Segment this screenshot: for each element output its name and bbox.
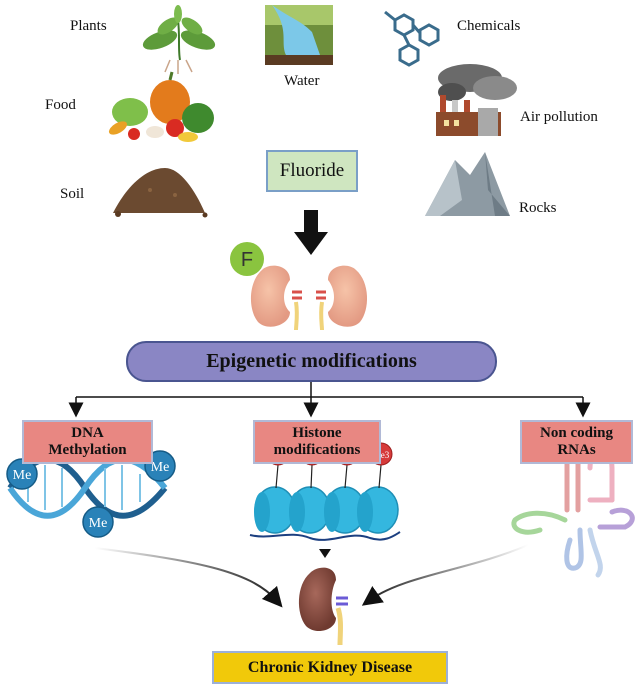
healthy-kidneys-icon <box>250 265 368 331</box>
source-label-rocks: Rocks <box>519 200 557 216</box>
methyl-group-ball: Me <box>6 458 38 490</box>
source-label-water: Water <box>284 73 320 89</box>
chemical-structure-icon <box>384 10 440 67</box>
ncrna-line1: Non coding <box>540 425 613 441</box>
dna-methylation-line2: Methylation <box>48 442 127 458</box>
dna-methylation-line1: DNA <box>71 425 104 441</box>
curve-arrow-left <box>94 547 283 608</box>
ckd-label: Chronic Kidney Disease <box>247 658 413 676</box>
source-label-air-pollution: Air pollution <box>520 109 598 125</box>
svg-text:Me: Me <box>13 468 32 483</box>
epigenetic-modifications-box: Epigenetic modifications <box>126 341 497 382</box>
fluoride-label: Fluoride <box>279 160 345 181</box>
histone-line2: modifications <box>273 442 361 458</box>
water-icon <box>265 5 333 65</box>
dna-methylation-box: DNA Methylation <box>22 420 153 464</box>
histone-modifications-box: Histone modifications <box>253 420 381 464</box>
factory-smoke-icon <box>436 64 517 136</box>
source-label-soil: Soil <box>60 186 85 202</box>
ncrna-line2: RNAs <box>557 442 596 458</box>
histone-line1: Histone <box>292 425 342 441</box>
noncoding-rnas-box: Non coding RNAs <box>520 420 633 464</box>
fluoride-box: Fluoride <box>266 150 358 192</box>
methyl-group-ball: Me <box>82 506 114 538</box>
vegetables-icon <box>108 71 214 142</box>
branch-connector <box>68 382 591 418</box>
diseased-kidney-icon <box>298 567 348 646</box>
svg-text:Me3: Me3 <box>373 450 390 460</box>
small-down-triangle-icon <box>319 549 331 558</box>
epigenetic-label: Epigenetic modifications <box>206 350 417 372</box>
svg-text:Me: Me <box>89 516 108 531</box>
soil-pile-icon <box>113 168 208 218</box>
plant-icon <box>142 5 216 74</box>
down-arrow-icon <box>294 210 328 255</box>
nucleosome-array-icon <box>249 464 401 541</box>
curve-arrow-right <box>361 544 529 606</box>
source-label-chemicals: Chemicals <box>457 18 521 34</box>
source-label-plants: Plants <box>70 18 107 34</box>
source-label-food: Food <box>45 97 76 113</box>
rocks-mountain-icon <box>425 152 510 216</box>
chronic-kidney-disease-box: Chronic Kidney Disease <box>212 651 448 684</box>
fluoride-badge: F <box>230 242 264 276</box>
fluoride-badge-letter: F <box>241 249 253 271</box>
svg-text:Me: Me <box>151 460 170 475</box>
noncoding-rna-icon <box>511 448 635 578</box>
